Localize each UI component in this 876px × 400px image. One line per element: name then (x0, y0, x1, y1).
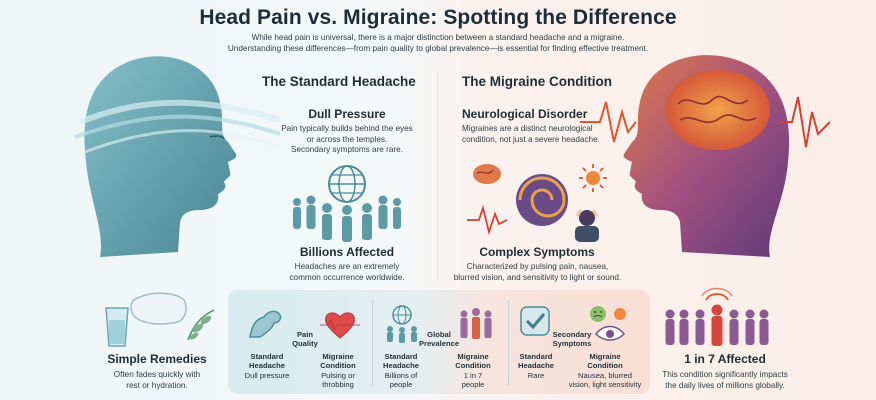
symptoms-headache-cell: Standard Headache Rare (510, 352, 562, 380)
complex-symptoms-line-2: blurred vision, and sensitivity to light… (453, 272, 622, 282)
billions-text: Headaches are an extremely common occurr… (252, 262, 442, 283)
prevalence-migraine-value-l2: people (461, 380, 485, 390)
dull-pressure-line-1: Pain typically builds behind the eyes (281, 124, 413, 133)
intro-line-1: While head pain is universal, there is a… (251, 33, 625, 42)
one-in-seven-text: This condition significantly impacts the… (648, 370, 802, 391)
pain-quality-l2: Quality (292, 339, 318, 349)
symptoms-migraine-value-l2: vision, light sensitivity (568, 380, 642, 390)
one-in-seven-title: 1 in 7 Affected (684, 352, 766, 366)
intro-line-2: Understanding these differences—from pai… (227, 44, 649, 53)
globe-crowd-icon (287, 162, 407, 242)
billions-line-1: Headaches are an extremely (294, 262, 400, 271)
comparison-divider-1 (372, 300, 373, 386)
quality-headache-l1: Standard (250, 352, 284, 361)
symptoms-migraine-l1: Migraine (589, 352, 621, 361)
one-in-seven-line-1: This condition significantly impacts (662, 370, 788, 379)
comparison-divider-2 (508, 300, 509, 386)
symptoms-headache-l1: Standard (519, 352, 553, 361)
symptoms-migraine-cell: Migraine Condition Nausea, blurred visio… (562, 352, 648, 390)
quality-migraine-l2: Condition (320, 361, 356, 371)
headache-section-title: The Standard Headache (262, 74, 416, 89)
prevalence-headache-value-l2: people (389, 380, 413, 390)
nausea-eye-icon (586, 304, 634, 344)
pain-quality-label: Pain Quality (288, 330, 322, 349)
dull-pressure-title: Dull Pressure (308, 107, 386, 121)
quality-headache-value: Dull pressure (244, 370, 290, 380)
brain-head-illustration (580, 42, 830, 292)
prevalence-headache-cell: Standard Headache Billions of people (374, 352, 428, 390)
page-title: Head Pain vs. Migraine: Spotting the Dif… (199, 6, 677, 29)
neurological-title: Neurological Disorder (462, 107, 588, 121)
quality-migraine-cell: Migraine Condition Pulsing or throbbing (310, 352, 366, 390)
calm-head-illustration (60, 42, 280, 292)
comparison-panel (228, 290, 650, 394)
quality-migraine-value-l1: Pulsing or (321, 370, 355, 380)
quality-migraine-value-l2: throbbing (322, 380, 354, 390)
quality-headache-cell: Standard Headache Dull pressure (240, 352, 294, 380)
dull-pressure-line-3: Secondary symptoms are rare. (291, 145, 403, 154)
globe-group-icon (382, 303, 422, 343)
muscle-arm-icon (246, 303, 286, 343)
people-group-icon (456, 306, 496, 342)
simple-remedies-text: Often fades quickly with rest or hydrati… (86, 370, 228, 391)
center-divider (437, 72, 438, 282)
global-prevalence-l2: Prevalence (418, 339, 460, 349)
complex-symptoms-title: Complex Symptoms (479, 245, 595, 259)
symptoms-migraine-l2: Condition (587, 361, 623, 371)
global-prevalence-label: Global Prevalence (416, 330, 462, 349)
neurological-text: Migraines are a distinct neurological co… (462, 124, 637, 145)
one-in-seven-line-2: the daily lives of millions globally. (665, 380, 785, 390)
billions-title: Billions Affected (299, 245, 395, 259)
neurological-line-1: Migraines are a distinct neurological (462, 124, 593, 133)
one-in-seven-people-icon (662, 286, 772, 350)
pain-quality-l1: Pain (296, 330, 314, 339)
prevalence-headache-l2: Headache (383, 361, 419, 371)
prevalence-migraine-cell: Migraine Condition 1 in 7 people (446, 352, 500, 390)
simple-remedies-line-1: Often fades quickly with (113, 370, 201, 379)
simple-remedies-title: Simple Remedies (107, 352, 207, 366)
symptoms-headache-value: Rare (527, 370, 545, 380)
secondary-symptoms-label: Secondary Symptoms (552, 330, 592, 349)
neurological-line-2: condition, not just a severe headache. (462, 134, 600, 144)
checkmark-icon (518, 304, 552, 338)
dull-pressure-line-2: or across the temples. (306, 134, 388, 144)
prevalence-migraine-l1: Migraine (457, 352, 489, 361)
symptoms-illustration (467, 160, 617, 242)
secondary-symptoms-l1: Secondary (552, 330, 592, 339)
quality-migraine-l1: Migraine (322, 352, 354, 361)
global-prevalence-l1: Global (427, 330, 451, 339)
water-pillow-icon (98, 286, 218, 348)
intro-text: While head pain is universal, there is a… (210, 32, 666, 54)
symptoms-migraine-value-l1: Nausea, blurred (577, 370, 633, 380)
prevalence-migraine-value-l1: 1 in 7 (463, 370, 483, 380)
symptoms-headache-l2: Headache (518, 361, 554, 371)
pulsing-heart-icon (320, 308, 360, 342)
quality-headache-l2: Headache (249, 361, 285, 371)
complex-symptoms-line-1: Characterized by pulsing pain, nausea, (466, 262, 609, 271)
simple-remedies-line-2: rest or hydration. (126, 380, 188, 390)
prevalence-migraine-l2: Condition (455, 361, 491, 371)
prevalence-headache-l1: Standard (384, 352, 418, 361)
dull-pressure-text: Pain typically builds behind the eyes or… (252, 124, 442, 156)
migraine-section-title: The Migraine Condition (462, 74, 612, 89)
prevalence-headache-value-l1: Billions of (384, 370, 418, 380)
billions-line-2: common occurrence worldwide. (289, 272, 405, 282)
secondary-symptoms-l2: Symptoms (552, 339, 592, 349)
complex-symptoms-text: Characterized by pulsing pain, nausea, b… (440, 262, 635, 283)
